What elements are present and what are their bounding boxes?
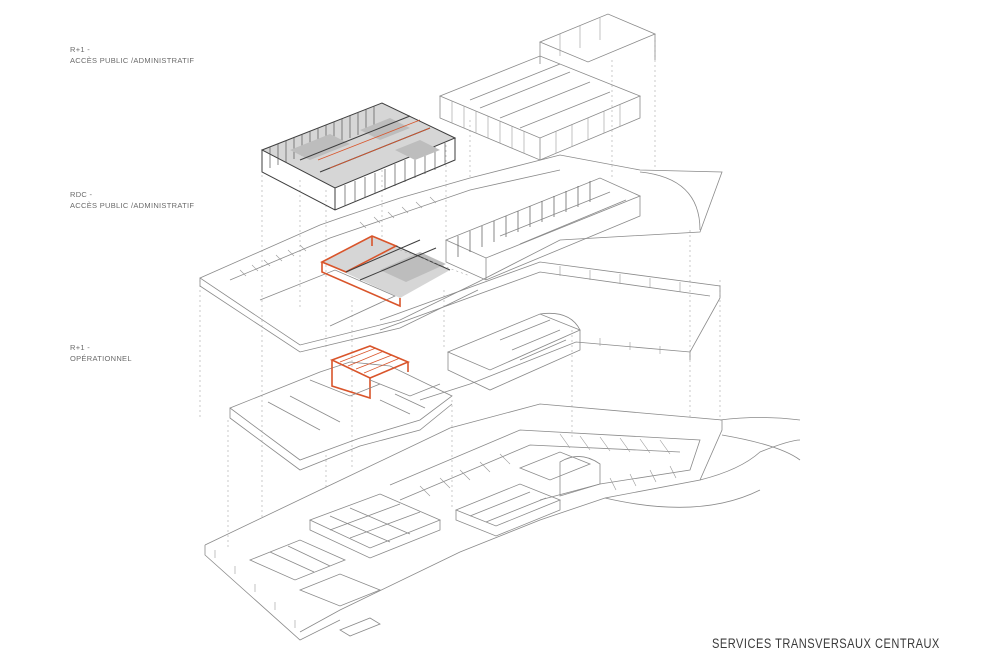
level-code: R+1 - <box>70 45 91 54</box>
level-r1-operationnel-plan <box>229 261 721 471</box>
parking-stripes-base <box>419 433 677 497</box>
drawing-title: SERVICES TRANSVERSAUX CENTRAUX <box>712 636 940 651</box>
level-code: RDC - <box>70 190 93 199</box>
facade-ribs-rdc <box>457 181 591 257</box>
level-description: ACCÈS PUBLIC /ADMINISTRATIF <box>70 56 195 65</box>
projection-lines <box>199 40 721 548</box>
parking-stripes-rdc <box>239 196 437 277</box>
base-wall-ribs <box>214 550 296 628</box>
level-rdc-plan <box>199 154 723 353</box>
ring-wall-ribs <box>559 266 681 354</box>
facade-ribs-right <box>451 18 621 153</box>
level-base-plan <box>204 403 801 641</box>
level-label-r1-admin: R+1 - ACCÈS PUBLIC /ADMINISTRATIF <box>70 44 194 66</box>
level-label-rdc: RDC - ACCÈS PUBLIC /ADMINISTRATIF <box>70 189 194 211</box>
level-label-r1-operationnel: R+1 - OPÉRATIONNEL <box>70 342 132 364</box>
level-r1-admin-plan <box>260 13 657 211</box>
level-description: ACCÈS PUBLIC /ADMINISTRATIF <box>70 201 195 210</box>
level-description: OPÉRATIONNEL <box>70 354 132 363</box>
level-code: R+1 - <box>70 343 91 352</box>
accent-hatch <box>339 347 401 374</box>
